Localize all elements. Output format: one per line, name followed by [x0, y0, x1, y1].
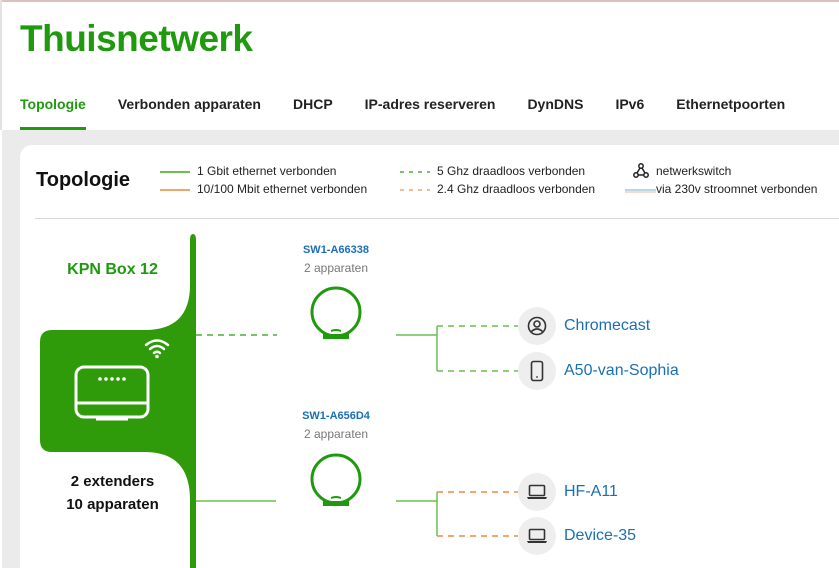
legend-5ghz-label: 5 Ghz draadloos verbonden — [437, 164, 586, 178]
extender-2-name[interactable]: SW1-A656D4 — [302, 410, 370, 422]
router-device-icon — [74, 365, 150, 421]
wifi-icon — [144, 339, 170, 359]
device-device-35[interactable]: Device-35 — [564, 527, 637, 544]
device-chromecast-icon-wrap[interactable] — [518, 307, 556, 345]
extender-2-icon[interactable] — [308, 451, 364, 509]
legend-1gbit-line — [160, 171, 190, 173]
tab-ipv6[interactable]: IPv6 — [615, 96, 645, 112]
device-a50-icon-wrap[interactable] — [518, 352, 556, 390]
device-hf-a11[interactable]: HF-A11 — [564, 483, 618, 500]
legend-100mbit-line — [160, 189, 190, 191]
device-chromecast[interactable]: Chromecast — [564, 317, 651, 334]
legend-divider — [35, 218, 839, 219]
tab-bar: Topologie Verbonden apparaten DHCP IP-ad… — [20, 96, 817, 130]
extender-1-name[interactable]: SW1-A66338 — [302, 244, 370, 256]
device-a50-van-sophia[interactable]: A50-van-Sophia — [564, 362, 679, 379]
tab-ip-adres-reserveren[interactable]: IP-adres reserveren — [364, 96, 496, 112]
left-border — [0, 0, 2, 130]
devices-count: 10 apparaten — [66, 496, 159, 513]
top-border — [0, 0, 839, 2]
extender-1-icon[interactable] — [308, 284, 364, 342]
tab-verbonden-apparaten[interactable]: Verbonden apparaten — [117, 96, 261, 112]
legend-24ghz-label: 2.4 Ghz draadloos verbonden — [437, 182, 596, 196]
tab-dyndns[interactable]: DynDNS — [527, 96, 584, 112]
router-stats: 2 extenders 10 apparaten — [40, 470, 185, 516]
extenders-count: 2 extenders — [70, 473, 155, 490]
network-switch-icon — [633, 163, 649, 178]
user-circle-icon — [527, 316, 547, 336]
legend-powerline-line — [625, 189, 656, 193]
legend-100mbit-label: 10/100 Mbit ethernet verbonden — [197, 182, 368, 196]
device-device-35-icon-wrap[interactable] — [518, 517, 556, 555]
tab-dhcp[interactable]: DHCP — [293, 96, 333, 112]
extender-1-sub: 2 apparaten — [303, 261, 369, 275]
extender-2-sub: 2 apparaten — [303, 427, 369, 441]
smartphone-icon — [530, 360, 544, 382]
tab-ethernetpoorten[interactable]: Ethernetpoorten — [676, 96, 786, 112]
router-name: KPN Box 12 — [67, 261, 158, 278]
tab-topologie[interactable]: Topologie — [20, 96, 86, 130]
legend-switch-label: netwerkswitch — [656, 164, 732, 178]
legend-powerline-label: via 230v stroomnet verbonden — [656, 182, 818, 196]
laptop-icon — [527, 484, 547, 499]
legend-1gbit-label: 1 Gbit ethernet verbonden — [197, 164, 337, 178]
laptop-icon — [527, 528, 547, 543]
page-title: Thuisnetwerk — [20, 18, 253, 59]
topology-title: Topologie — [36, 169, 131, 191]
device-hf-a11-icon-wrap[interactable] — [518, 473, 556, 511]
